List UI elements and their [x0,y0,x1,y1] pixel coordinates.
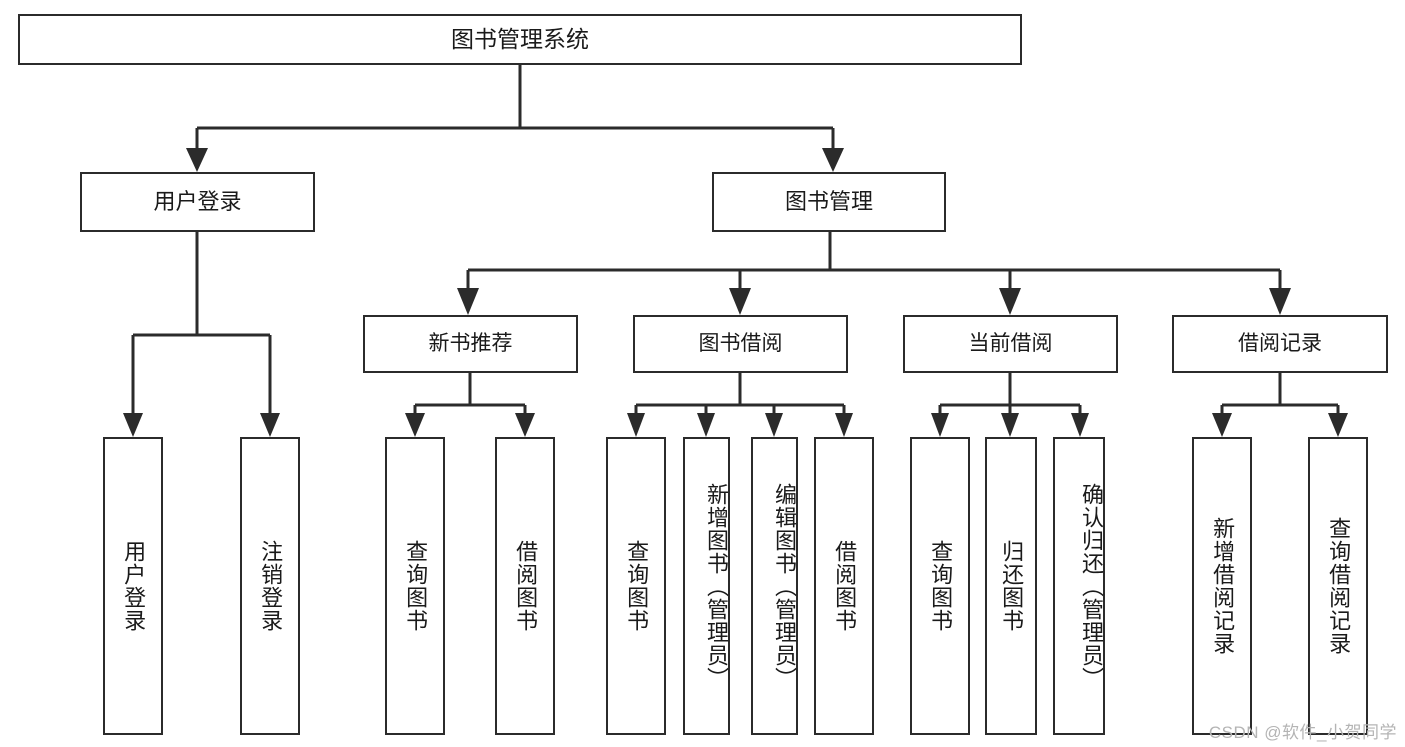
node-borrow-record[interactable]: 借阅记录 [1172,315,1388,373]
leaf-user-login[interactable]: 用户登录 [103,437,163,735]
arrowhead-login-leaf2 [260,413,280,437]
arrowhead-borrow-leaf3 [765,413,783,437]
arrowhead-newbook-leaf1 [405,413,425,437]
leaf-logout-login[interactable]: 注销登录 [240,437,300,735]
arrowhead-record-leaf2 [1328,413,1348,437]
arrowhead-borrow-leaf4 [835,413,853,437]
arrowhead-book-management [822,148,844,172]
node-user-login[interactable]: 用户登录 [80,172,315,232]
leaf-add-borrow-record[interactable]: 新增借阅记录 [1192,437,1252,735]
arrowhead-borrow-leaf1 [627,413,645,437]
arrowhead-borrow-record [1269,288,1291,315]
arrowhead-user-login [186,148,208,172]
leaf-confirm-return-admin[interactable]: 确认归还（管理员） [1053,437,1105,735]
leaf-query-book-recommend[interactable]: 查询图书 [385,437,445,735]
leaf-query-book-current[interactable]: 查询图书 [910,437,970,735]
leaf-query-borrow-record[interactable]: 查询借阅记录 [1308,437,1368,735]
node-new-book-recommend[interactable]: 新书推荐 [363,315,578,373]
arrowhead-current-borrow [999,288,1021,315]
leaf-add-book-admin[interactable]: 新增图书（管理员） [683,437,730,735]
arrowhead-new-book [457,288,479,315]
leaf-borrow-book-recommend[interactable]: 借阅图书 [495,437,555,735]
leaf-return-book[interactable]: 归还图书 [985,437,1037,735]
arrowhead-current-leaf3 [1071,413,1089,437]
arrowhead-record-leaf1 [1212,413,1232,437]
node-current-borrow[interactable]: 当前借阅 [903,315,1118,373]
node-book-borrow[interactable]: 图书借阅 [633,315,848,373]
arrowhead-newbook-leaf2 [515,413,535,437]
arrowhead-current-leaf1 [931,413,949,437]
arrowhead-borrow-leaf2 [697,413,715,437]
node-root-system[interactable]: 图书管理系统 [18,14,1022,65]
arrowhead-login-leaf1 [123,413,143,437]
csdn-watermark: CSDN @软件_小贺同学 [1208,723,1397,742]
arrowhead-current-leaf2 [1001,413,1019,437]
leaf-query-book-borrow[interactable]: 查询图书 [606,437,666,735]
leaf-borrow-book[interactable]: 借阅图书 [814,437,874,735]
leaf-edit-book-admin[interactable]: 编辑图书（管理员） [751,437,798,735]
arrowhead-book-borrow [729,288,751,315]
node-book-management[interactable]: 图书管理 [712,172,946,232]
